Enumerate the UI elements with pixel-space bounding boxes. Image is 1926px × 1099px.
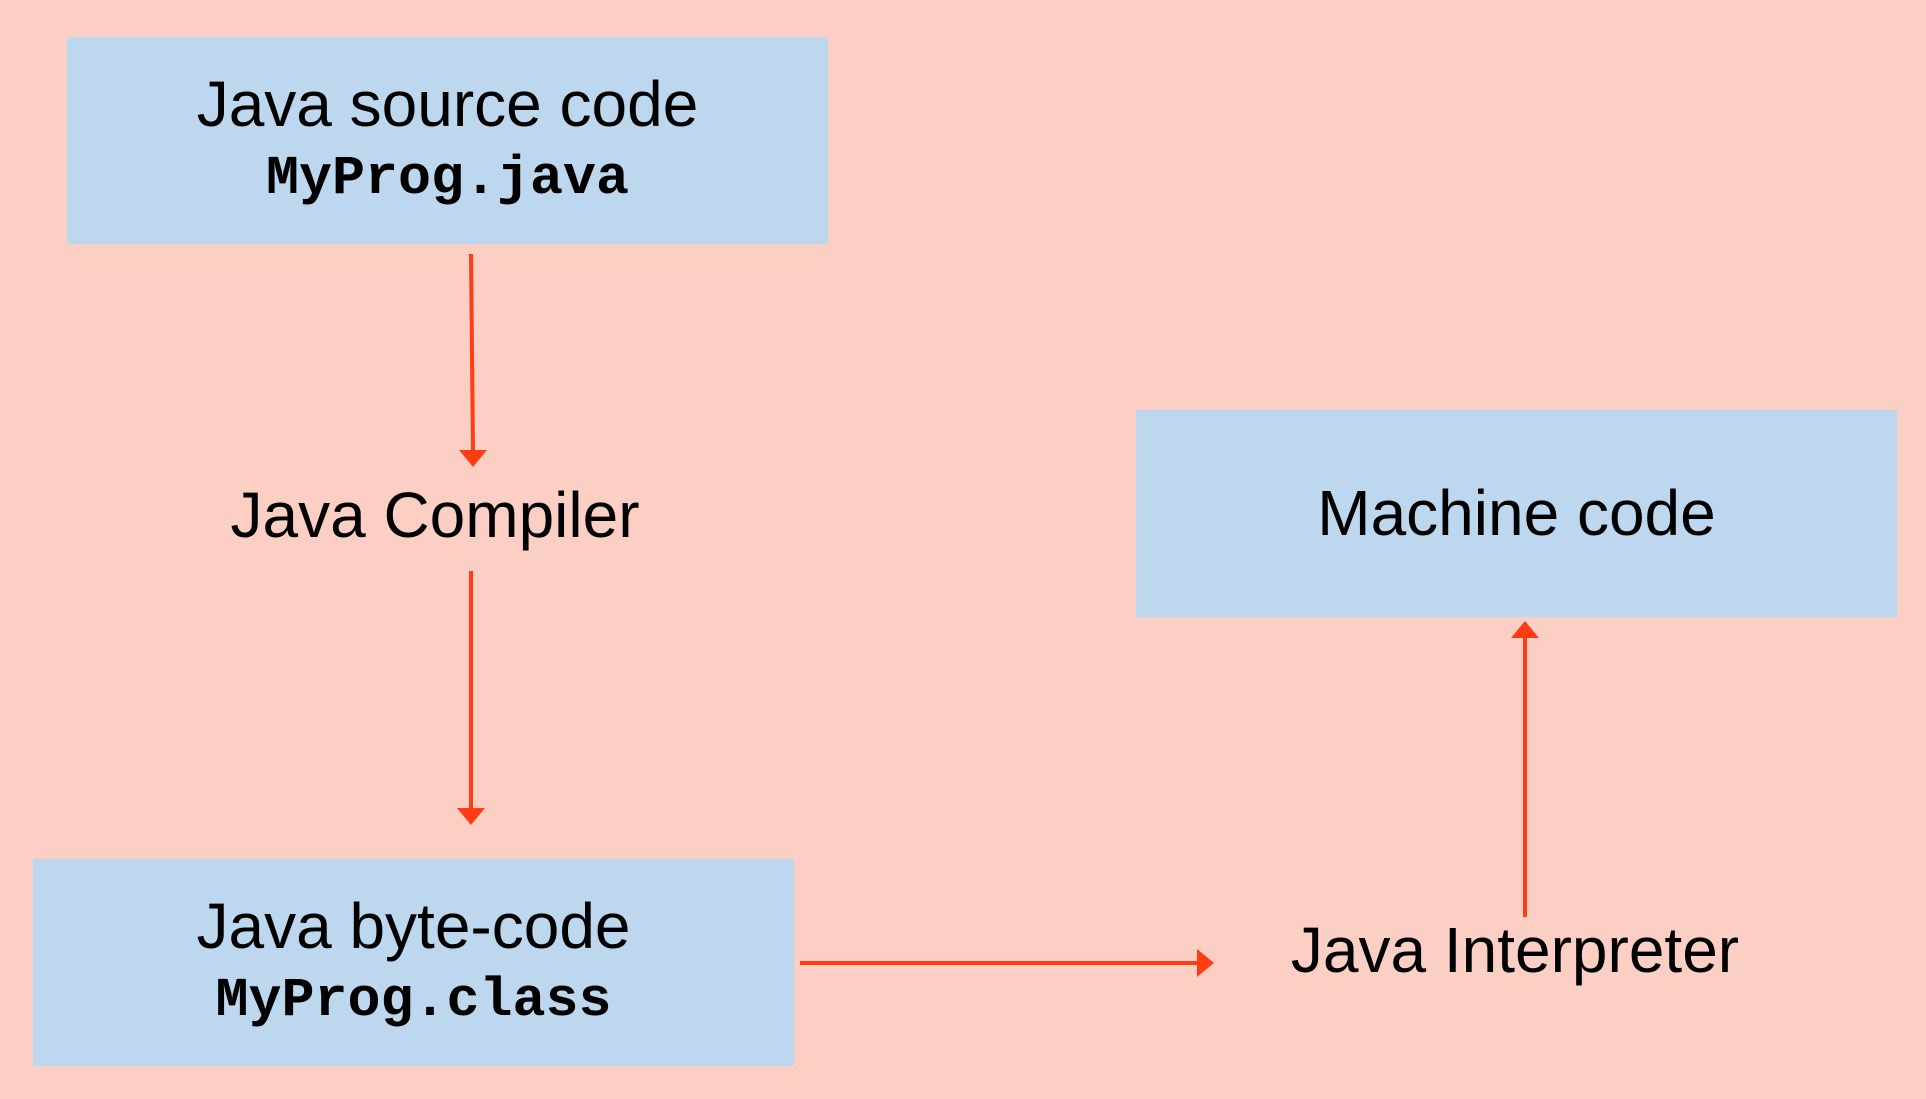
interpreter-label: Java Interpreter bbox=[1290, 913, 1740, 986]
source-file-name: MyProg.java bbox=[265, 146, 630, 210]
source-code-box: Java source code MyProg.java bbox=[67, 37, 828, 244]
bytecode-title: Java byte-code bbox=[196, 890, 631, 963]
arrow-source-to-compiler bbox=[469, 253, 475, 453]
machine-code-title: Machine code bbox=[1317, 477, 1716, 550]
compiler-label: Java Compiler bbox=[230, 478, 640, 551]
bytecode-file-name: MyProg.class bbox=[215, 968, 612, 1032]
bytecode-box: Java byte-code MyProg.class bbox=[33, 859, 794, 1066]
machine-code-box: Machine code bbox=[1136, 410, 1897, 617]
arrowhead-source-to-compiler bbox=[459, 450, 487, 467]
arrowhead-bytecode-to-interpreter bbox=[1197, 949, 1214, 977]
arrowhead-compiler-to-bytecode bbox=[457, 808, 485, 825]
source-code-title: Java source code bbox=[196, 68, 699, 141]
arrowhead-interpreter-to-machine bbox=[1511, 621, 1539, 638]
